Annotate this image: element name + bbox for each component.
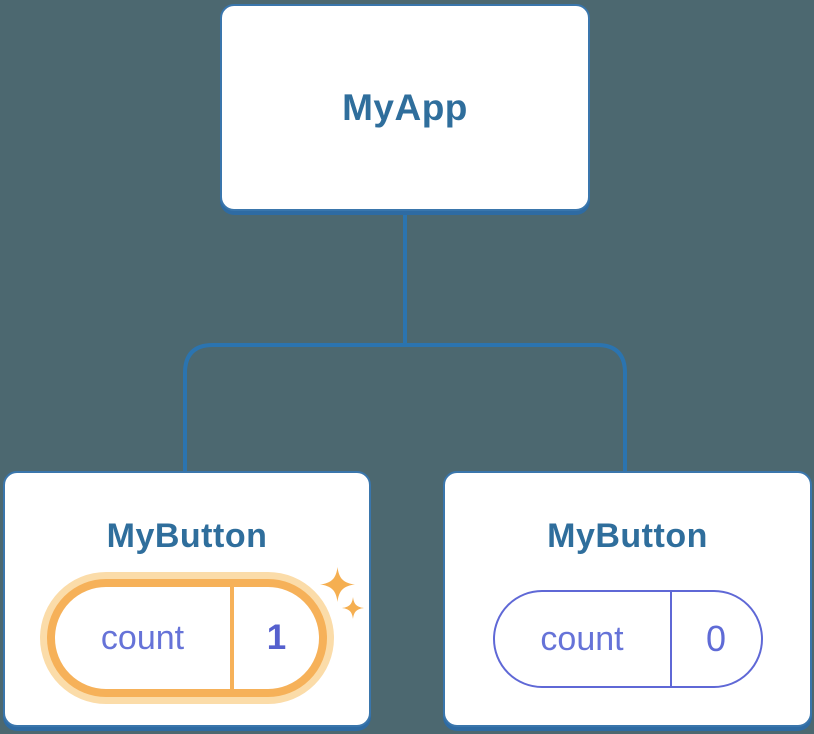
child-component-card-highlighted: MyButton count 1 <box>3 471 371 727</box>
sparkles-icon <box>320 567 364 619</box>
state-key-label: count <box>540 619 624 658</box>
state-pill-divider <box>669 592 672 686</box>
state-pill-highlighted: count 1 <box>47 579 327 697</box>
root-component-card: MyApp <box>220 4 590 211</box>
sparkle-large-icon <box>320 567 355 602</box>
state-value: 0 <box>705 618 727 659</box>
state-pill-divider <box>230 587 234 689</box>
state-value: 1 <box>266 618 287 657</box>
state-pill-plain: count 0 <box>492 590 763 688</box>
state-key-label: count <box>100 618 185 657</box>
child-component-label: MyButton <box>547 517 708 555</box>
root-component-label: MyApp <box>342 86 468 128</box>
sparkle-small-icon <box>342 597 364 619</box>
child-component-card-plain: MyButton count 0 <box>443 471 812 727</box>
child-component-label: MyButton <box>106 517 268 555</box>
children-bracket-line <box>183 343 627 473</box>
